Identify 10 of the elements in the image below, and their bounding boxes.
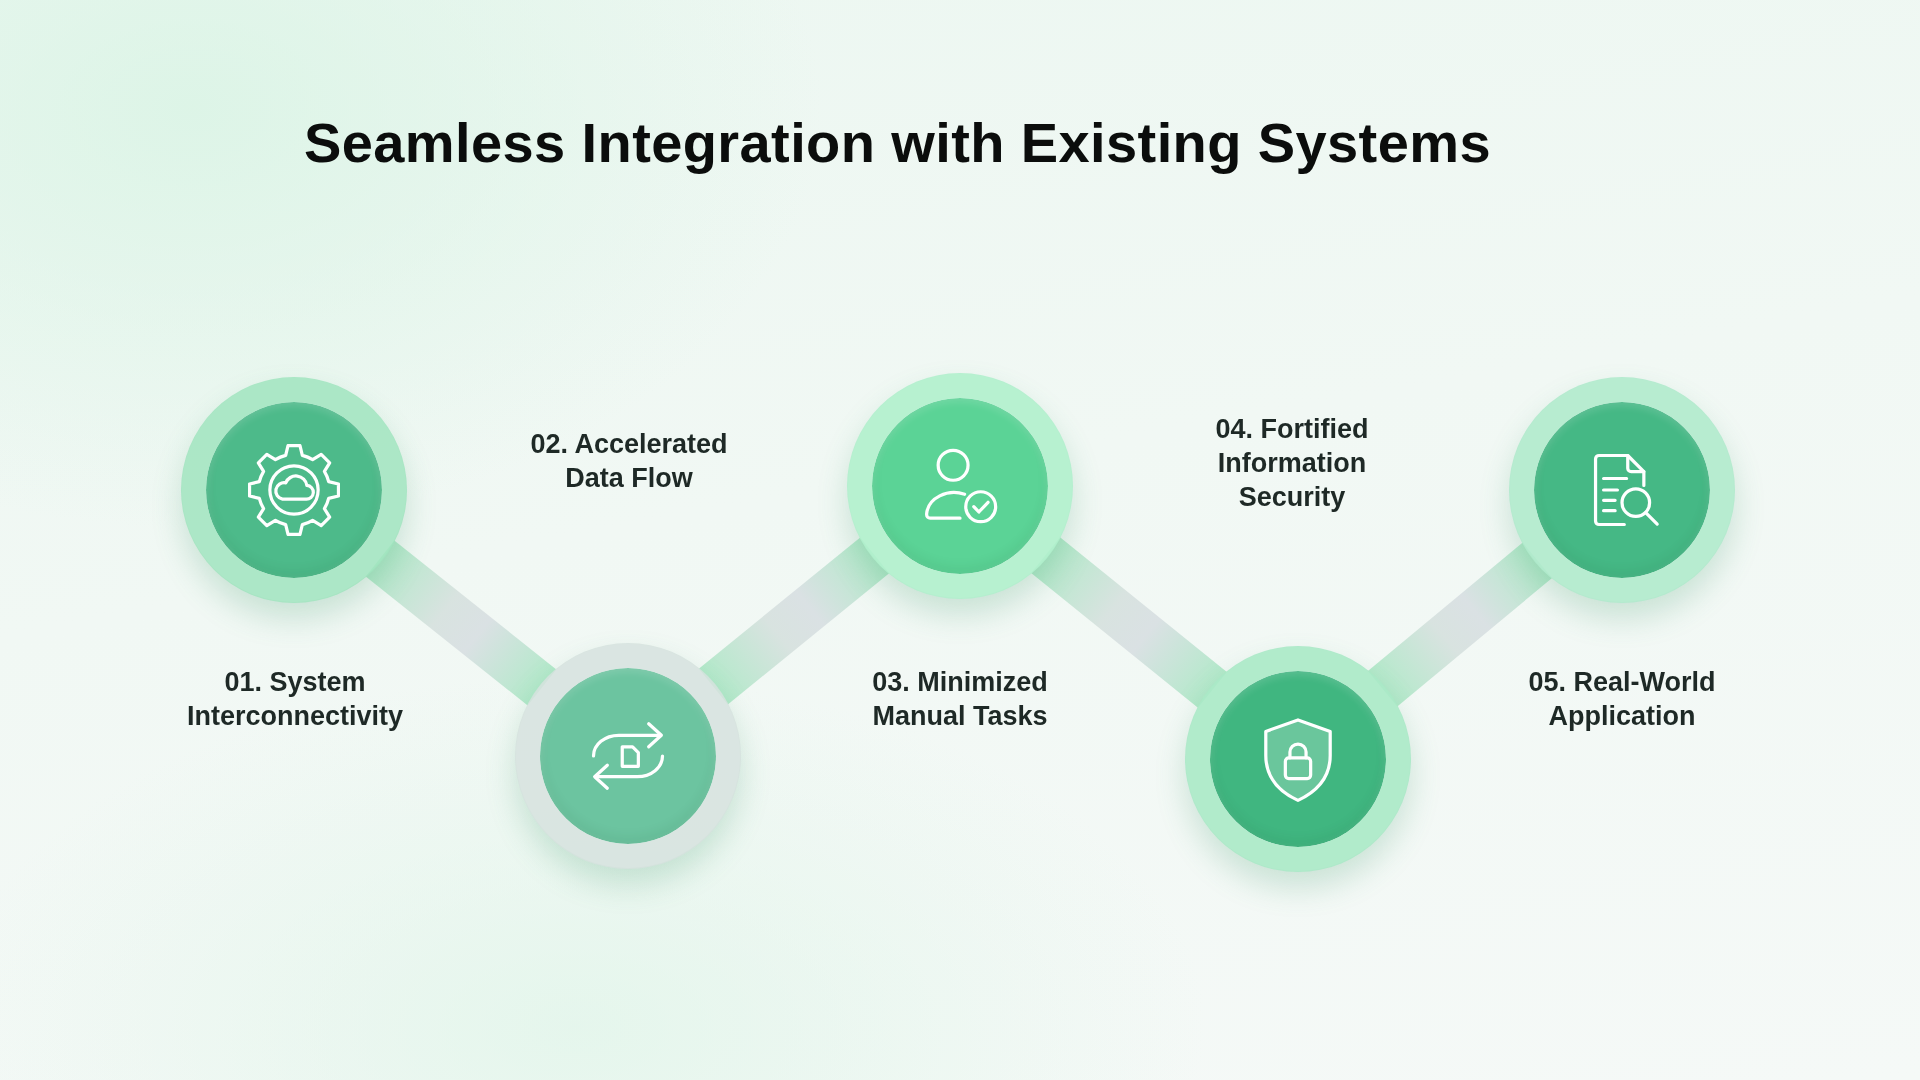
step-label: 01. System Interconnectivity [185,666,405,733]
step-label: 05. Real-World Application [1527,666,1717,733]
step-label: 02. Accelerated Data Flow [529,428,729,495]
connector-tube [365,540,557,706]
connector-tube [1031,537,1227,708]
connector-tube [698,537,890,705]
connector-tube [1367,542,1553,707]
step-label: 03. Minimized Manual Tasks [871,666,1049,733]
title: Seamless Integration with Existing Systems [304,111,1491,175]
step-label: 04. Fortified Information Security [1214,413,1370,514]
